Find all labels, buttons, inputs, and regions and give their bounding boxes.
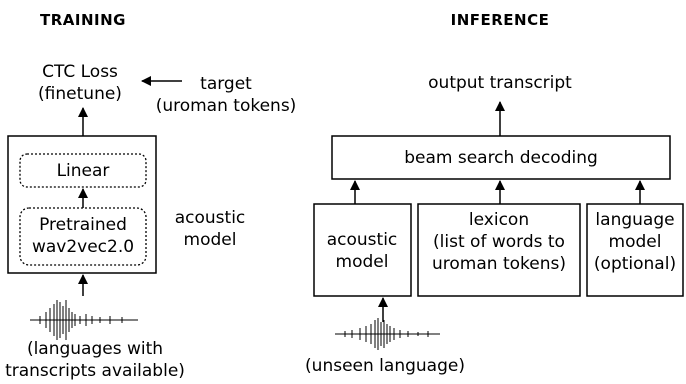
inference-heading: INFERENCE xyxy=(450,11,550,29)
language-model-box xyxy=(586,203,684,297)
training-heading: TRAINING xyxy=(40,11,126,29)
training-waveform-icon xyxy=(30,300,138,340)
lexicon-box xyxy=(417,203,581,297)
language-label: language xyxy=(595,210,675,230)
beam-search-box xyxy=(331,135,671,180)
output-transcript-label: output transcript xyxy=(428,73,572,93)
beam-search-label: beam search decoding xyxy=(404,148,598,168)
training-input-line2: transcripts available) xyxy=(5,361,185,381)
linear-label: Linear xyxy=(56,161,110,181)
training-model-label: model xyxy=(183,230,237,250)
unseen-language-label: (unseen language) xyxy=(305,356,465,376)
uroman-tokens-label: (uroman tokens) xyxy=(155,96,297,116)
lexicon-desc-line2: uroman tokens) xyxy=(432,254,566,274)
optional-label: (optional) xyxy=(593,254,677,274)
wav2vec-label: wav2vec2.0 xyxy=(31,237,135,257)
target-label: target xyxy=(200,74,252,94)
pretrained-label: Pretrained xyxy=(39,215,127,235)
finetune-label: (finetune) xyxy=(38,84,122,104)
inference-acoustic-model-box xyxy=(313,203,412,297)
training-acoustic-model-box xyxy=(7,135,157,274)
lm-model-label: model xyxy=(608,232,662,252)
inference-waveform-icon xyxy=(335,318,440,350)
inference-acoustic-label: acoustic xyxy=(326,230,398,250)
lexicon-desc-line1: (list of words to xyxy=(433,232,565,252)
inference-model-label: model xyxy=(335,252,389,272)
training-input-line1: (languages with xyxy=(26,339,164,359)
linear-layer-box xyxy=(19,153,147,188)
training-acoustic-label: acoustic xyxy=(174,208,246,228)
ctc-loss-label: CTC Loss xyxy=(42,62,118,82)
lexicon-label: lexicon xyxy=(468,210,530,230)
